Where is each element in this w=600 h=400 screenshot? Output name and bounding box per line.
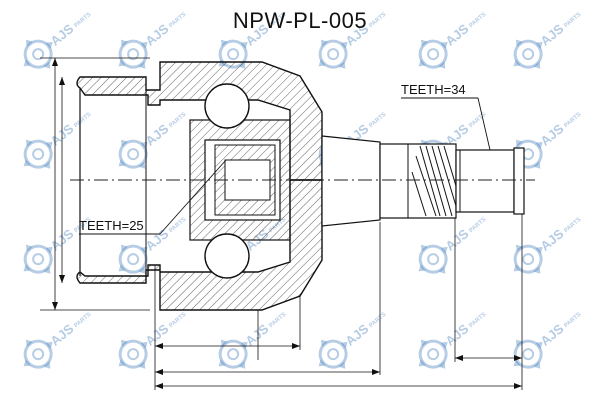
leader-line-inner: [159, 159, 227, 235]
svg-text:PARTS: PARTS: [168, 312, 187, 329]
svg-text:PARTS: PARTS: [563, 312, 582, 329]
svg-text:PARTS: PARTS: [73, 112, 92, 129]
ball-upper: [204, 83, 250, 129]
svg-text:PARTS: PARTS: [368, 112, 387, 129]
svg-text:PARTS: PARTS: [468, 217, 487, 234]
svg-text:PARTS: PARTS: [563, 112, 582, 129]
housing-lower: [76, 179, 323, 311]
dimension-lines: [40, 57, 523, 390]
svg-text:PARTS: PARTS: [368, 312, 387, 329]
dimension-arrows: [52, 58, 522, 389]
svg-text:PARTS: PARTS: [468, 312, 487, 329]
svg-text:PARTS: PARTS: [168, 217, 187, 234]
svg-text:PARTS: PARTS: [268, 312, 287, 329]
ball-lower: [204, 233, 250, 279]
svg-text:PARTS: PARTS: [168, 112, 187, 129]
svg-text:PARTS: PARTS: [73, 312, 92, 329]
part-number-title: NPW-PL-005: [232, 8, 368, 33]
svg-text:PARTS: PARTS: [563, 217, 582, 234]
outer-teeth-label: TEETH=34: [401, 82, 466, 97]
stub-shaft: [321, 135, 525, 227]
leader-line-outer: [477, 97, 491, 151]
inner-teeth-label: TEETH=25: [79, 218, 144, 233]
housing-upper: [76, 61, 323, 181]
